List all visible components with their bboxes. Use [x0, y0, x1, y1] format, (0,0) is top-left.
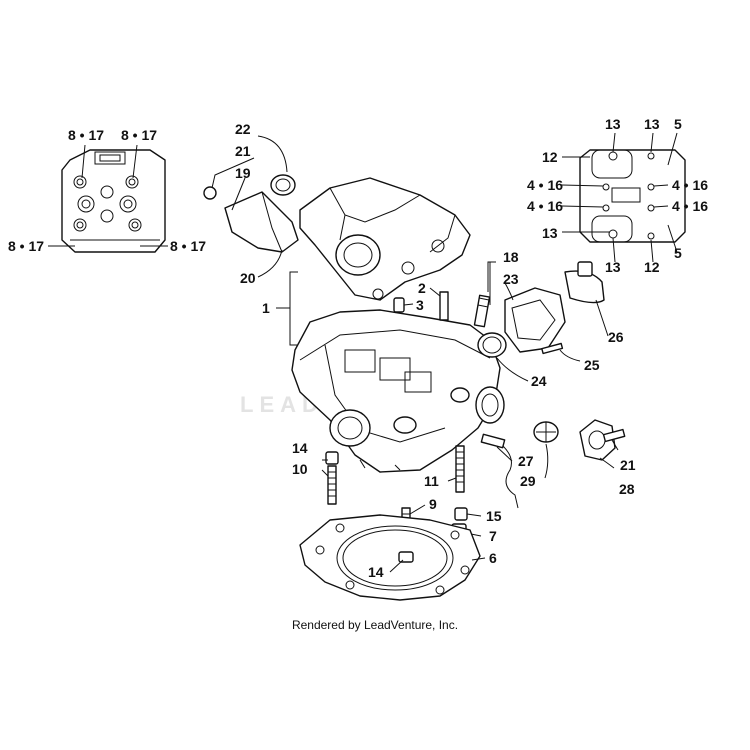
callout-10: 10	[292, 461, 308, 477]
breather-hose-assembly	[203, 135, 299, 278]
bolts-2-3	[393, 287, 449, 321]
valve-cover	[299, 177, 471, 301]
callout-22: 22	[235, 121, 251, 137]
callout-2: 2	[418, 280, 426, 296]
callout-19: 19	[235, 165, 251, 181]
callout-12-bottom: 12	[644, 259, 660, 275]
callout-13-a: 13	[605, 116, 621, 132]
callout-21-bottom: 21	[620, 457, 636, 473]
callout-12-top: 12	[542, 149, 558, 165]
thermostat-housing	[579, 419, 626, 469]
spark-plug	[473, 261, 496, 328]
callout-3: 3	[416, 297, 424, 313]
callout-13-d: 13	[605, 259, 621, 275]
callout-5-bottom: 5	[674, 245, 682, 261]
callout-4-16-c: 4 • 16	[672, 177, 708, 193]
callout-8-17-bottom-left: 8 • 17	[8, 238, 44, 254]
temperature-sensor	[480, 433, 519, 509]
callout-29: 29	[520, 473, 536, 489]
head-gasket	[299, 514, 486, 601]
thermostat	[533, 421, 559, 479]
callout-14-top: 14	[292, 440, 308, 456]
callout-4-16-d: 4 • 16	[672, 198, 708, 214]
cylinder-head	[291, 304, 505, 473]
callout-13-b: 13	[644, 116, 660, 132]
callout-27: 27	[518, 453, 534, 469]
callout-6: 6	[489, 550, 497, 566]
callout-25: 25	[584, 357, 600, 373]
bracket-1	[276, 271, 300, 346]
callout-24: 24	[531, 373, 547, 389]
callout-26: 26	[608, 329, 624, 345]
credit-text: Rendered by LeadVenture, Inc.	[291, 618, 459, 632]
callout-23: 23	[503, 271, 519, 287]
callout-15: 15	[486, 508, 502, 524]
callout-21-top: 21	[235, 143, 251, 159]
callout-8-17-top-left: 8 • 17	[68, 127, 104, 143]
valve-cover-inset	[561, 132, 686, 263]
callout-20: 20	[240, 270, 256, 286]
callout-4-16-a: 4 • 16	[527, 177, 563, 193]
callout-11: 11	[424, 473, 439, 489]
callout-18: 18	[503, 249, 519, 265]
callout-13-c: 13	[542, 225, 558, 241]
callout-7: 7	[489, 528, 497, 544]
callout-8-17-bottom-right: 8 • 17	[170, 238, 206, 254]
callout-labels: 8 • 17 8 • 17 8 • 17 8 • 17 22 21 19 20 …	[8, 116, 708, 580]
callout-4-16-b: 4 • 16	[527, 198, 563, 214]
callout-1: 1	[262, 300, 270, 316]
callout-9: 9	[429, 496, 437, 512]
head-top-view-inset	[48, 144, 168, 253]
callout-8-17-top-right: 8 • 17	[121, 127, 157, 143]
callout-14-bottom: 14	[368, 564, 384, 580]
intake-boot	[477, 261, 609, 382]
callout-5-top: 5	[674, 116, 682, 132]
callout-28: 28	[619, 481, 635, 497]
